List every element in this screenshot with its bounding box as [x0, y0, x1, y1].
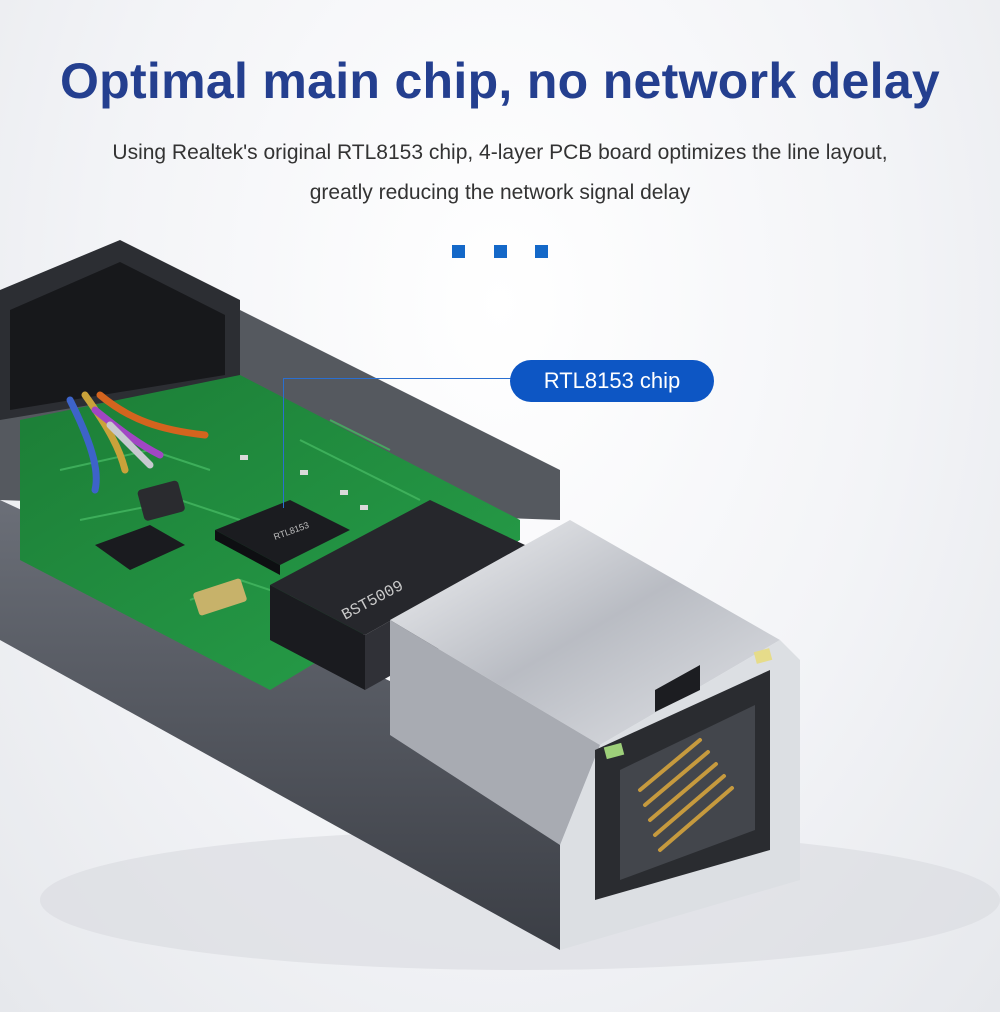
page-title: Optimal main chip, no network delay: [59, 53, 941, 109]
dot-3: [534, 245, 548, 258]
decorative-dots: [0, 245, 1000, 263]
page-subtitle: Using Realtek's original RTL8153 chip, 4…: [112, 141, 888, 204]
dot-1: [452, 245, 466, 258]
chip-callout-label: RTL8153 chip: [510, 360, 714, 402]
rtl8153-chip: RTL8153: [215, 500, 350, 575]
rj45-port: [390, 520, 800, 950]
callout-leader-line: [283, 378, 513, 508]
dot-2: [493, 245, 507, 258]
